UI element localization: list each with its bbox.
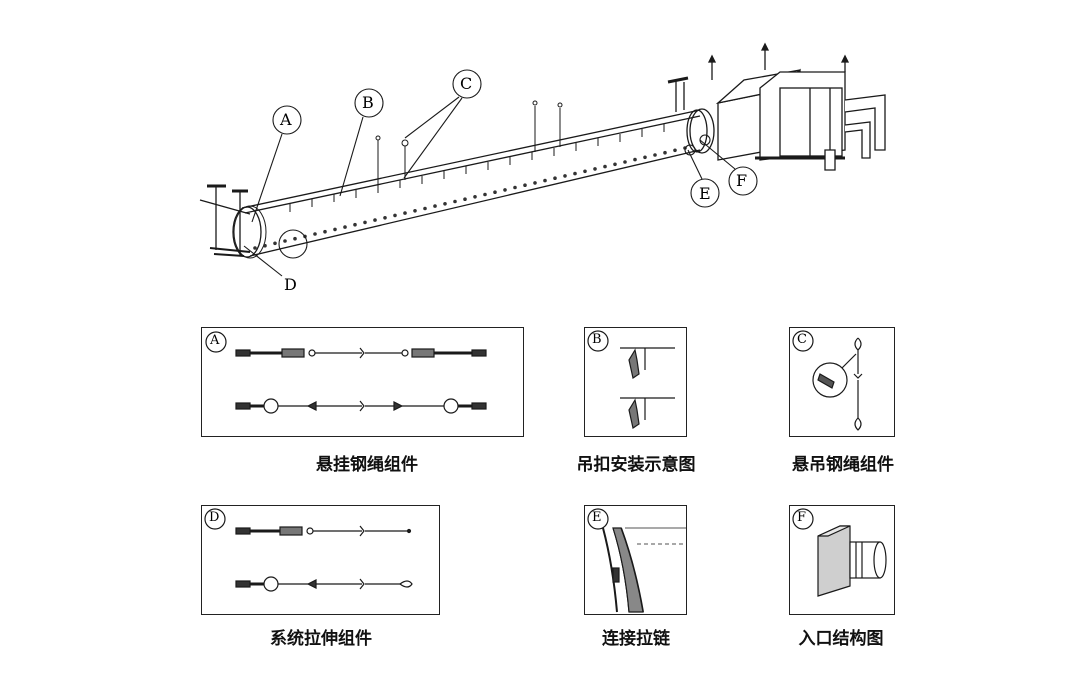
panel-letter: D xyxy=(209,510,220,525)
air-handling-unit xyxy=(707,42,886,171)
perforation-dot xyxy=(373,218,377,222)
panel-letter: E xyxy=(592,510,602,525)
perforation-dot xyxy=(423,206,427,211)
callout-label-c: C xyxy=(460,74,473,93)
perforation-dot xyxy=(673,148,677,153)
perforation-dot xyxy=(593,167,597,171)
panel-caption: 悬挂钢绳组件 xyxy=(316,455,418,475)
perforation-dot xyxy=(383,216,387,220)
panel-letter: B xyxy=(592,332,602,347)
panel-caption: 入口结构图 xyxy=(798,629,884,649)
perforation-dot xyxy=(453,199,457,204)
perforation-dot xyxy=(533,181,537,185)
suspension-wire-set-top xyxy=(235,347,487,359)
perforation-dot xyxy=(253,246,257,250)
callout-label-f: F xyxy=(736,171,748,190)
detail-panel-d: D xyxy=(201,505,440,615)
perforation-dot xyxy=(473,195,477,199)
perforation-dot xyxy=(463,197,467,201)
perforation-dot xyxy=(653,153,657,157)
perforation-dot xyxy=(493,190,497,194)
clamp-detail xyxy=(812,353,857,398)
perforation-dot xyxy=(523,183,527,187)
perforation-dot xyxy=(333,227,337,232)
panel-letter: A xyxy=(210,333,220,348)
perforation-dot xyxy=(613,162,617,167)
tension-wire-set-bottom xyxy=(235,576,413,592)
perforation-dot xyxy=(323,229,327,234)
perforation-dot xyxy=(513,185,517,190)
callout-label-b: B xyxy=(362,93,374,112)
left-support-frame xyxy=(199,184,251,257)
hanging-rods xyxy=(375,100,563,185)
perforation-dot xyxy=(603,164,607,169)
perforation-dot xyxy=(283,239,287,243)
perforation-dot xyxy=(353,222,357,227)
panel-caption: 系统拉伸组件 xyxy=(270,629,372,649)
perforation-dot xyxy=(433,204,437,208)
duct-system-drawing xyxy=(199,42,886,277)
panel-caption: 连接拉链 xyxy=(602,629,670,649)
perforation-dot xyxy=(643,155,647,160)
detail-panel-e: E xyxy=(584,505,687,615)
perforation-dot xyxy=(273,241,277,246)
perforation-dot xyxy=(343,225,347,229)
perforation-dot xyxy=(413,209,417,213)
perforation-dot xyxy=(483,192,487,197)
perforation-dot xyxy=(293,236,297,241)
detail-panel-c: C xyxy=(789,327,895,437)
callout-label-a: A xyxy=(280,110,292,129)
tension-wire-set-top xyxy=(235,525,412,537)
perforation-dot xyxy=(503,188,507,192)
detail-panel-f: F xyxy=(789,505,895,615)
callout-label-e: E xyxy=(699,184,711,203)
suspension-wire-loop xyxy=(853,337,863,431)
perforation-dot xyxy=(543,178,547,183)
perforation-dot xyxy=(443,202,447,206)
perforation-dot xyxy=(583,169,587,174)
inlet-structure xyxy=(817,525,887,597)
perforation-dot xyxy=(403,211,407,215)
perforation-dot xyxy=(623,160,627,164)
perforation-dot xyxy=(313,232,317,236)
clip-bottom xyxy=(620,397,675,429)
perforation-dot xyxy=(553,176,557,180)
perforation-dot xyxy=(573,171,577,176)
panel-caption: 悬吊钢绳组件 xyxy=(792,455,894,475)
panel-letter: F xyxy=(797,510,807,525)
right-support-frame xyxy=(667,76,689,112)
suspension-wire-set-bottom xyxy=(235,398,487,414)
perforation-dot xyxy=(663,150,667,155)
zipper-detail xyxy=(602,527,644,613)
panel-letter: C xyxy=(797,332,807,347)
clip-top xyxy=(620,347,675,379)
panel-caption: 吊扣安装示意图 xyxy=(576,455,696,475)
perforation-dot xyxy=(393,213,397,218)
callout-label-d: D xyxy=(284,275,297,294)
callout-markers xyxy=(243,69,758,277)
perforation-dot xyxy=(363,220,367,225)
detail-panel-b: B xyxy=(584,327,687,437)
perforation-dot xyxy=(263,243,267,248)
perforation-dot xyxy=(563,174,567,178)
perforation-dot xyxy=(633,157,637,162)
fabric-duct-body xyxy=(232,108,715,259)
detail-panel-a: A xyxy=(201,327,524,437)
